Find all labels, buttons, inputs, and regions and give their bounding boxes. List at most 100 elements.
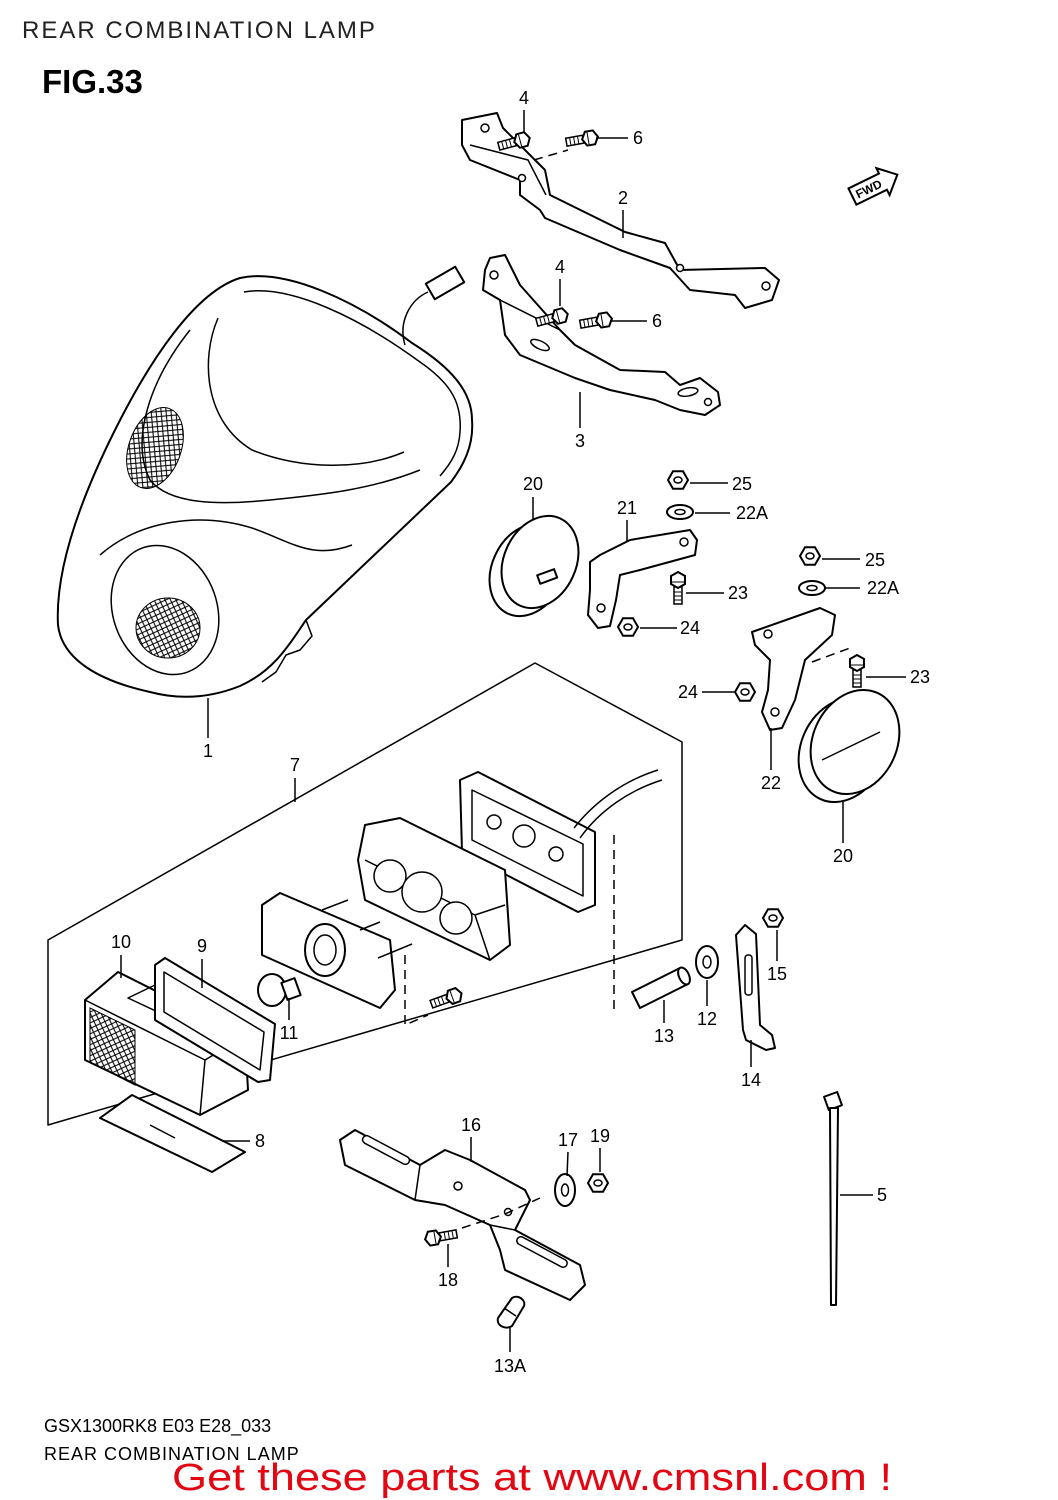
bracket-3-hole [489, 270, 499, 280]
strap-part-14 [735, 924, 776, 1051]
cable-tie-strap [829, 1107, 839, 1306]
lamp-lower-lens [110, 544, 220, 676]
gasket-hole [548, 846, 564, 862]
housing-socket [401, 871, 443, 913]
promo-text: Get these parts at www.cmsnl.com ! [172, 1457, 892, 1499]
reflector-bracket-right [751, 607, 836, 731]
socket-stud [359, 921, 381, 931]
gasket-9-outer [154, 957, 276, 1083]
callout-part-22: 22 [761, 773, 781, 793]
bracket-3-slot [530, 338, 550, 352]
bolt-part-23-left [670, 571, 686, 605]
spacer-end [677, 966, 691, 986]
callout-part-13a: 13A [494, 1356, 526, 1376]
reflector-face [500, 514, 580, 610]
nut-part-25-right [799, 546, 821, 566]
callout-part-20: 20 [523, 474, 543, 494]
nut-part-24-left [617, 617, 639, 637]
callout-part-17: 17 [558, 1130, 578, 1150]
bracket-16-slot [361, 1134, 411, 1166]
callout-part-21: 21 [617, 498, 637, 518]
strap-slot [744, 954, 753, 996]
callout-part-6: 6 [652, 311, 662, 331]
lamp-assembly-frame-part-7 [47, 662, 683, 1126]
gasket-9-inner [163, 971, 265, 1071]
gasket-hole [512, 824, 536, 848]
housing-socket [373, 859, 407, 893]
page-title: REAR COMBINATION LAMP [22, 17, 377, 44]
bracket-2-body [461, 112, 780, 309]
figure-number: FIG.33 [42, 63, 143, 100]
lamp-lens-upper-contour [207, 317, 405, 466]
license-lamp-mesh [89, 1007, 136, 1086]
bracket-21-hole [679, 537, 689, 547]
rear-lamp-bracket-lower [482, 254, 721, 416]
bolt-part-6-lower [578, 310, 615, 333]
bracket-21-hole [596, 603, 606, 613]
bulb-glass [257, 973, 287, 1007]
lamp-lens-lower-contour [99, 519, 353, 556]
lamp-socket-inner [313, 934, 337, 966]
footer-title: REAR COMBINATION LAMP [44, 1444, 300, 1464]
bracket-16-fold [414, 1164, 516, 1231]
bracket-2-hole [480, 123, 490, 133]
assembly-line [461, 1197, 541, 1229]
callout-part-11: 11 [280, 1023, 299, 1043]
lamp-socket-plate [261, 892, 413, 1009]
washer-part-12 [695, 945, 719, 979]
bracket-22-hole [770, 707, 780, 717]
bracket-3-body [482, 254, 721, 416]
washer-part-17 [554, 1173, 576, 1207]
callout-part-18: 18 [438, 1270, 458, 1290]
washer-17-inner [560, 1183, 570, 1197]
callout-part-23: 23 [910, 667, 930, 687]
bracket-3-slot [677, 386, 699, 398]
plug-part-13a [496, 1295, 526, 1329]
spacer-part-13 [631, 966, 691, 1009]
strap-body [735, 924, 776, 1051]
bracket-2-hole [517, 173, 527, 183]
license-lamp-part-10 [84, 971, 249, 1116]
washer-part-22a-right [798, 580, 826, 596]
callout-part-7: 7 [290, 755, 300, 775]
callout-part-6: 6 [633, 128, 643, 148]
lamp-wire-connector [424, 265, 466, 301]
assembly-line [404, 955, 429, 1027]
callout-part-15: 15 [767, 964, 787, 984]
plug-ring [503, 1307, 517, 1317]
bracket-2-hole [675, 263, 685, 273]
bracket-2-fold [469, 144, 547, 196]
bracket-2-hole [761, 281, 771, 291]
bolt-part-23-right [849, 654, 865, 688]
callout-part-22a: 22A [736, 503, 768, 523]
lens-plate-highlight [149, 1124, 176, 1139]
rear-lamp-bracket-upper [461, 112, 780, 309]
arrow-icon [847, 166, 899, 206]
socket-stud [321, 899, 349, 911]
callout-part-24: 24 [680, 618, 700, 638]
reflector-stud [536, 568, 559, 585]
lamp-housing-outline [56, 275, 474, 698]
reflector-left [488, 514, 580, 618]
license-bracket-part-16 [339, 1129, 586, 1301]
forward-direction-arrow: FWD [847, 166, 899, 206]
callout-part-8: 8 [255, 1131, 265, 1151]
lamp-reflector-mesh-upper [126, 407, 184, 489]
bracket-3-hole [703, 397, 713, 407]
bulb-base [280, 977, 302, 1001]
callout-part-22a: 22A [867, 578, 899, 598]
bolt-part-18 [422, 1225, 459, 1248]
callout-part-3: 3 [575, 431, 585, 451]
nut-part-24-right [734, 682, 756, 702]
reflector-face [809, 688, 901, 796]
gasket-inner [471, 789, 584, 897]
assembly-line [811, 647, 851, 663]
callout-part-9: 9 [197, 936, 207, 956]
callout-part-4: 4 [555, 257, 565, 277]
lamp-housing-rim [243, 290, 461, 477]
rear-combination-lamp-housing [56, 265, 474, 698]
bulb-part-11 [257, 973, 302, 1007]
lamp-socket [304, 923, 346, 977]
